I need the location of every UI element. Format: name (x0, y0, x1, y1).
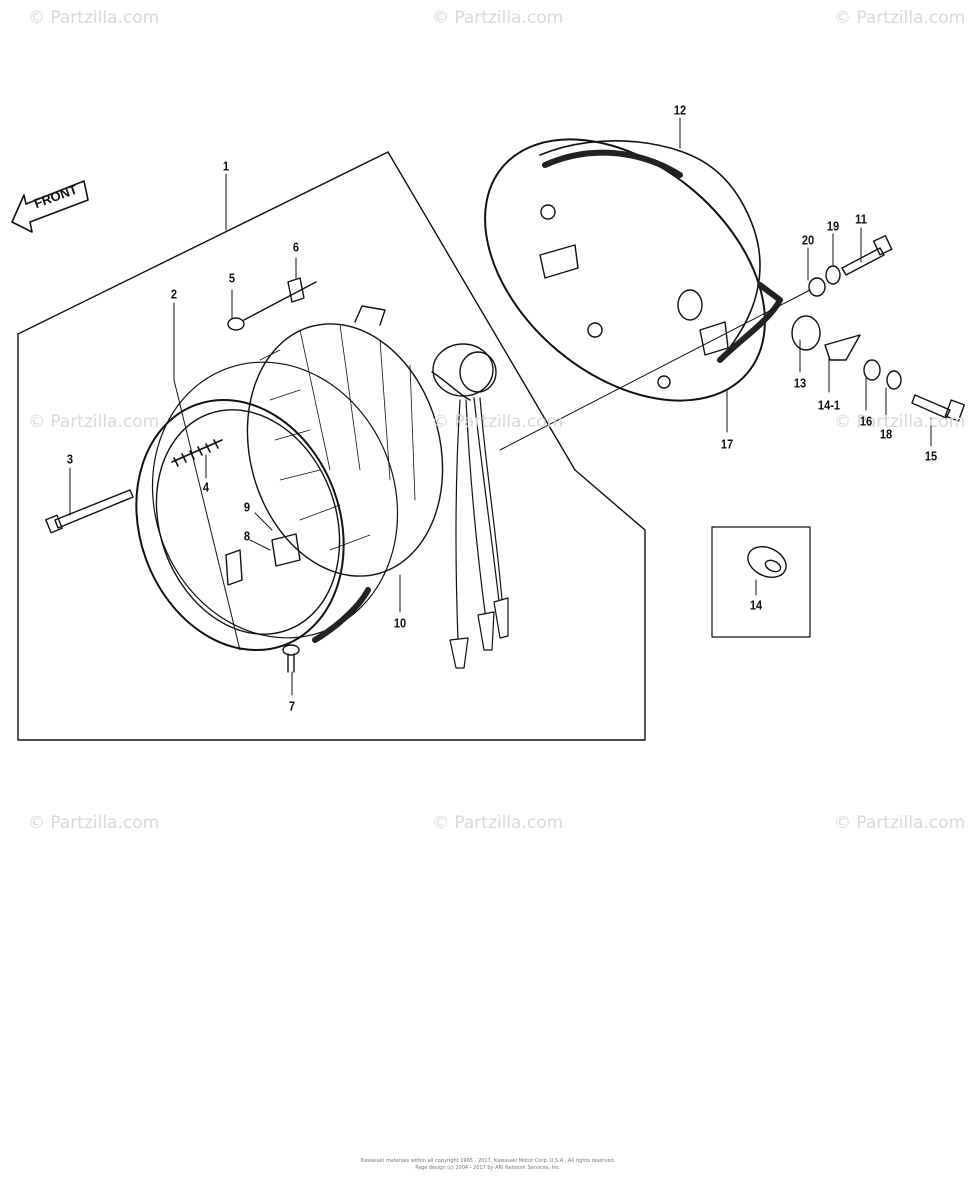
watermark: © Partzilla.com (834, 813, 966, 833)
watermark: © Partzilla.com (834, 412, 966, 432)
screw-7 (282, 644, 300, 673)
callout-17[interactable]: 17 (720, 436, 734, 452)
screw-3 (45, 489, 134, 534)
watermark: © Partzilla.com (432, 8, 564, 28)
headlight-rim (135, 361, 399, 652)
front-arrow-icon (11, 180, 89, 233)
page-design-line: Page design (c) 2004 - 2017 by ARI Netwo… (415, 1165, 561, 1171)
bolt-11 (841, 234, 893, 276)
callout-10[interactable]: 10 (393, 615, 407, 631)
callout-20[interactable]: 20 (801, 232, 815, 248)
callout-4[interactable]: 4 (202, 479, 210, 495)
nut-18 (886, 370, 902, 390)
kit-outline-diagonal (387, 151, 576, 471)
watermark: © Partzilla.com (28, 813, 160, 833)
callout-9[interactable]: 9 (243, 499, 251, 515)
headlight-housing (484, 138, 783, 402)
callout-8[interactable]: 8 (243, 528, 251, 544)
callout-14-1[interactable]: 14-1 (817, 397, 841, 413)
callout-13[interactable]: 13 (793, 375, 807, 391)
copyright-line: Kawasaki materials within all copyright … (360, 1158, 616, 1164)
grommet-14 (747, 546, 787, 578)
detail-box-14 (711, 526, 811, 638)
callout-11[interactable]: 11 (855, 211, 867, 227)
watermark: © Partzilla.com (432, 813, 564, 833)
watermark: © Partzilla.com (28, 412, 160, 432)
collar-20 (808, 277, 826, 297)
spring-4 (171, 439, 223, 467)
callout-7[interactable]: 7 (288, 698, 296, 714)
callout-18[interactable]: 18 (879, 426, 893, 442)
wire-harness (449, 397, 509, 669)
callout-16[interactable]: 16 (859, 413, 873, 429)
bolt-15 (911, 394, 966, 422)
washer-19 (825, 265, 841, 285)
callout-3[interactable]: 3 (66, 451, 74, 467)
watermark: © Partzilla.com (432, 412, 564, 432)
callout-5[interactable]: 5 (228, 270, 236, 286)
callout-2[interactable]: 2 (170, 286, 178, 302)
watermark: © Partzilla.com (28, 8, 160, 28)
callout-12[interactable]: 12 (673, 102, 687, 118)
nut-5 (227, 317, 245, 331)
leader-lines (69, 117, 932, 696)
callout-19[interactable]: 19 (826, 218, 840, 234)
grommet-13 (791, 315, 821, 351)
clip-8 (225, 549, 243, 586)
watermark: © Partzilla.com (834, 8, 966, 28)
callout-14[interactable]: 14 (749, 597, 763, 613)
bracket-14-1 (824, 334, 861, 361)
clip-9 (271, 533, 301, 567)
callout-15[interactable]: 15 (924, 448, 938, 464)
kit-outline (17, 151, 646, 741)
sealed-beam-unit (246, 305, 497, 577)
callout-6[interactable]: 6 (292, 239, 300, 255)
callout-1[interactable]: 1 (222, 158, 230, 174)
washer-16 (863, 359, 881, 381)
